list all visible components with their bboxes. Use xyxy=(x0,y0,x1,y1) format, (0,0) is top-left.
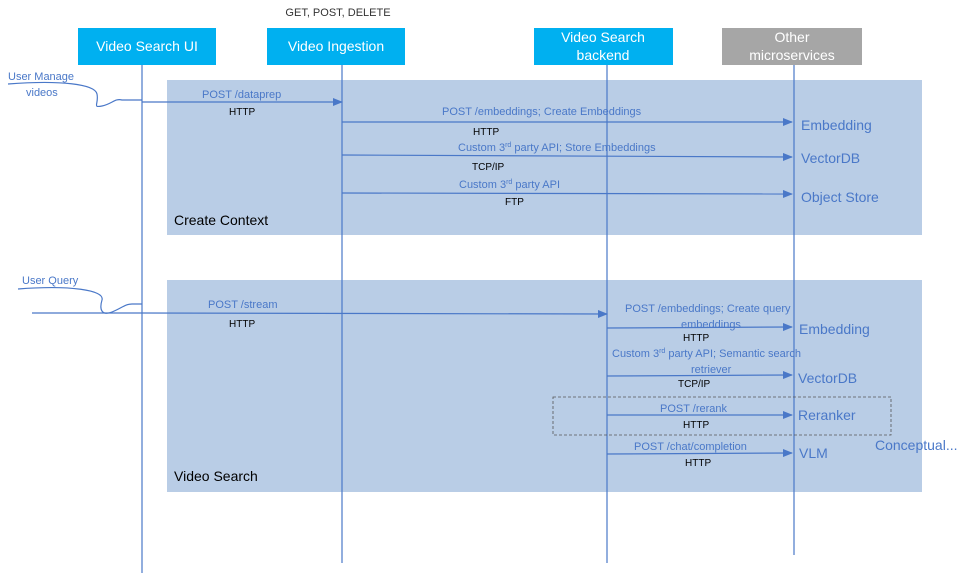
protocol-object-store: FTP xyxy=(505,197,524,208)
protocol-chat-completion: HTTP xyxy=(685,458,711,469)
service-object-store: Object Store xyxy=(801,189,879,205)
participant-video-search-backend: Video Search backend xyxy=(534,28,673,65)
protocol-stream: HTTP xyxy=(229,319,255,330)
label-rerank: POST /rerank xyxy=(660,403,728,415)
participant-video-search-ui: Video Search UI xyxy=(78,28,216,65)
label-query-embeddings-1: POST /embeddings; Create query xyxy=(625,303,791,315)
manage-squiggle xyxy=(7,81,142,108)
create-context-region xyxy=(167,80,922,235)
protocol-query-embeddings: HTTP xyxy=(683,333,709,344)
actor-query-label: User Query xyxy=(22,275,79,287)
arrow-store-embeddings xyxy=(341,152,793,161)
participant-backend-label-2: backend xyxy=(577,47,630,63)
label-embeddings: POST /embeddings; Create Embeddings xyxy=(442,106,642,118)
protocol-dataprep: HTTP xyxy=(229,107,255,118)
arrow-query-embeddings xyxy=(606,323,793,332)
region-title-video-search: Video Search xyxy=(174,468,258,484)
label-store-embeddings: Custom 3rd party API; Store Embeddings xyxy=(458,142,656,154)
label-dataprep: POST /dataprep xyxy=(202,89,281,101)
label-chat-completion: POST /chat/completion xyxy=(634,441,747,453)
participant-ingestion-label: Video Ingestion xyxy=(288,38,384,54)
participant-backend-label-1: Video Search xyxy=(561,29,645,45)
participant-ui-label: Video Search UI xyxy=(96,38,198,54)
protocol-rerank: HTTP xyxy=(683,420,709,431)
actor-manage-label-1: User Manage xyxy=(8,71,74,83)
protocol-retriever: TCP/IP xyxy=(678,379,711,390)
arrow-chat-completion xyxy=(606,449,793,458)
conceptual-label: Conceptual... xyxy=(875,437,958,453)
service-reranker: Reranker xyxy=(798,407,856,423)
label-object-store: Custom 3rd party API xyxy=(459,179,560,191)
participant-other-label-2: microservices xyxy=(749,47,835,63)
video-search-region xyxy=(167,280,922,492)
service-vectordb: VectorDB xyxy=(801,150,860,166)
label-query-embeddings-2: embeddings xyxy=(681,319,741,331)
query-squiggle xyxy=(17,287,142,314)
label-retriever-2: retriever xyxy=(691,364,732,376)
conceptual-dashed-box xyxy=(552,396,892,436)
label-retriever-1: Custom 3rd party API; Semantic search xyxy=(612,348,801,360)
participant-other-microservices: Other microservices xyxy=(722,28,862,65)
protocol-embeddings: HTTP xyxy=(473,127,499,138)
region-title-create-context: Create Context xyxy=(174,212,268,228)
participant-other-label-1: Other xyxy=(774,29,809,45)
arrow-retriever xyxy=(606,371,793,380)
arrow-object-store xyxy=(341,189,793,198)
label-stream: POST /stream xyxy=(208,299,277,311)
service-query-embedding: Embedding xyxy=(799,321,870,337)
http-methods-note: GET, POST, DELETE xyxy=(285,7,390,19)
participant-video-ingestion: Video Ingestion xyxy=(267,28,405,65)
service-query-vectordb: VectorDB xyxy=(798,370,857,386)
service-vlm: VLM xyxy=(799,445,828,461)
actor-manage-label-2: videos xyxy=(26,87,58,99)
service-embedding: Embedding xyxy=(801,117,872,133)
arrow-stream xyxy=(141,309,608,318)
protocol-store-embeddings: TCP/IP xyxy=(472,162,505,173)
